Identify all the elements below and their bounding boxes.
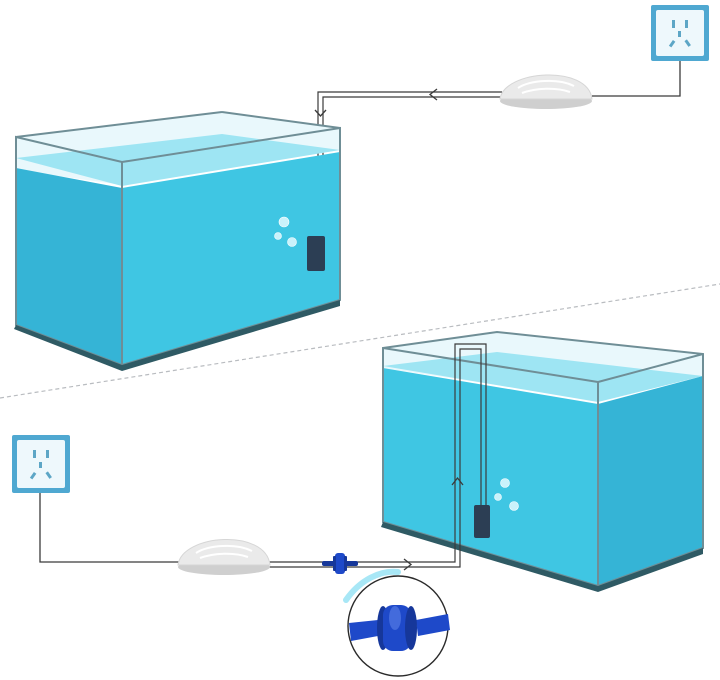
power-cord-bottom (39, 493, 180, 563)
air-tube-top (317, 91, 502, 236)
power-cord-top (592, 61, 681, 97)
air-stone-icon-bottom (474, 505, 490, 538)
check-valve-icon-zoomed (349, 605, 450, 651)
aquarium-tank-bottom (381, 330, 704, 592)
air-pump-icon-top (499, 74, 593, 109)
air-pump-icon-bottom (177, 538, 271, 575)
flow-arrow-icon (314, 109, 327, 117)
bubbles-top (274, 216, 297, 247)
bubbles-bottom (494, 478, 519, 511)
check-valve-icon (322, 553, 358, 574)
section-divider (0, 283, 720, 399)
wall-socket-icon-bottom (12, 435, 70, 493)
air-tube-bottom (268, 343, 487, 568)
wall-socket-icon-top (651, 5, 709, 61)
top-section (14, 5, 709, 371)
air-stone-icon-top (307, 236, 325, 271)
flow-arrow-icon (403, 558, 413, 571)
bottom-section (12, 330, 704, 677)
flow-arrow-icon (451, 476, 464, 486)
flow-arrow-icon (428, 88, 438, 101)
magnifier-check-valve (343, 568, 450, 677)
aquarium-tank-top (14, 111, 341, 371)
